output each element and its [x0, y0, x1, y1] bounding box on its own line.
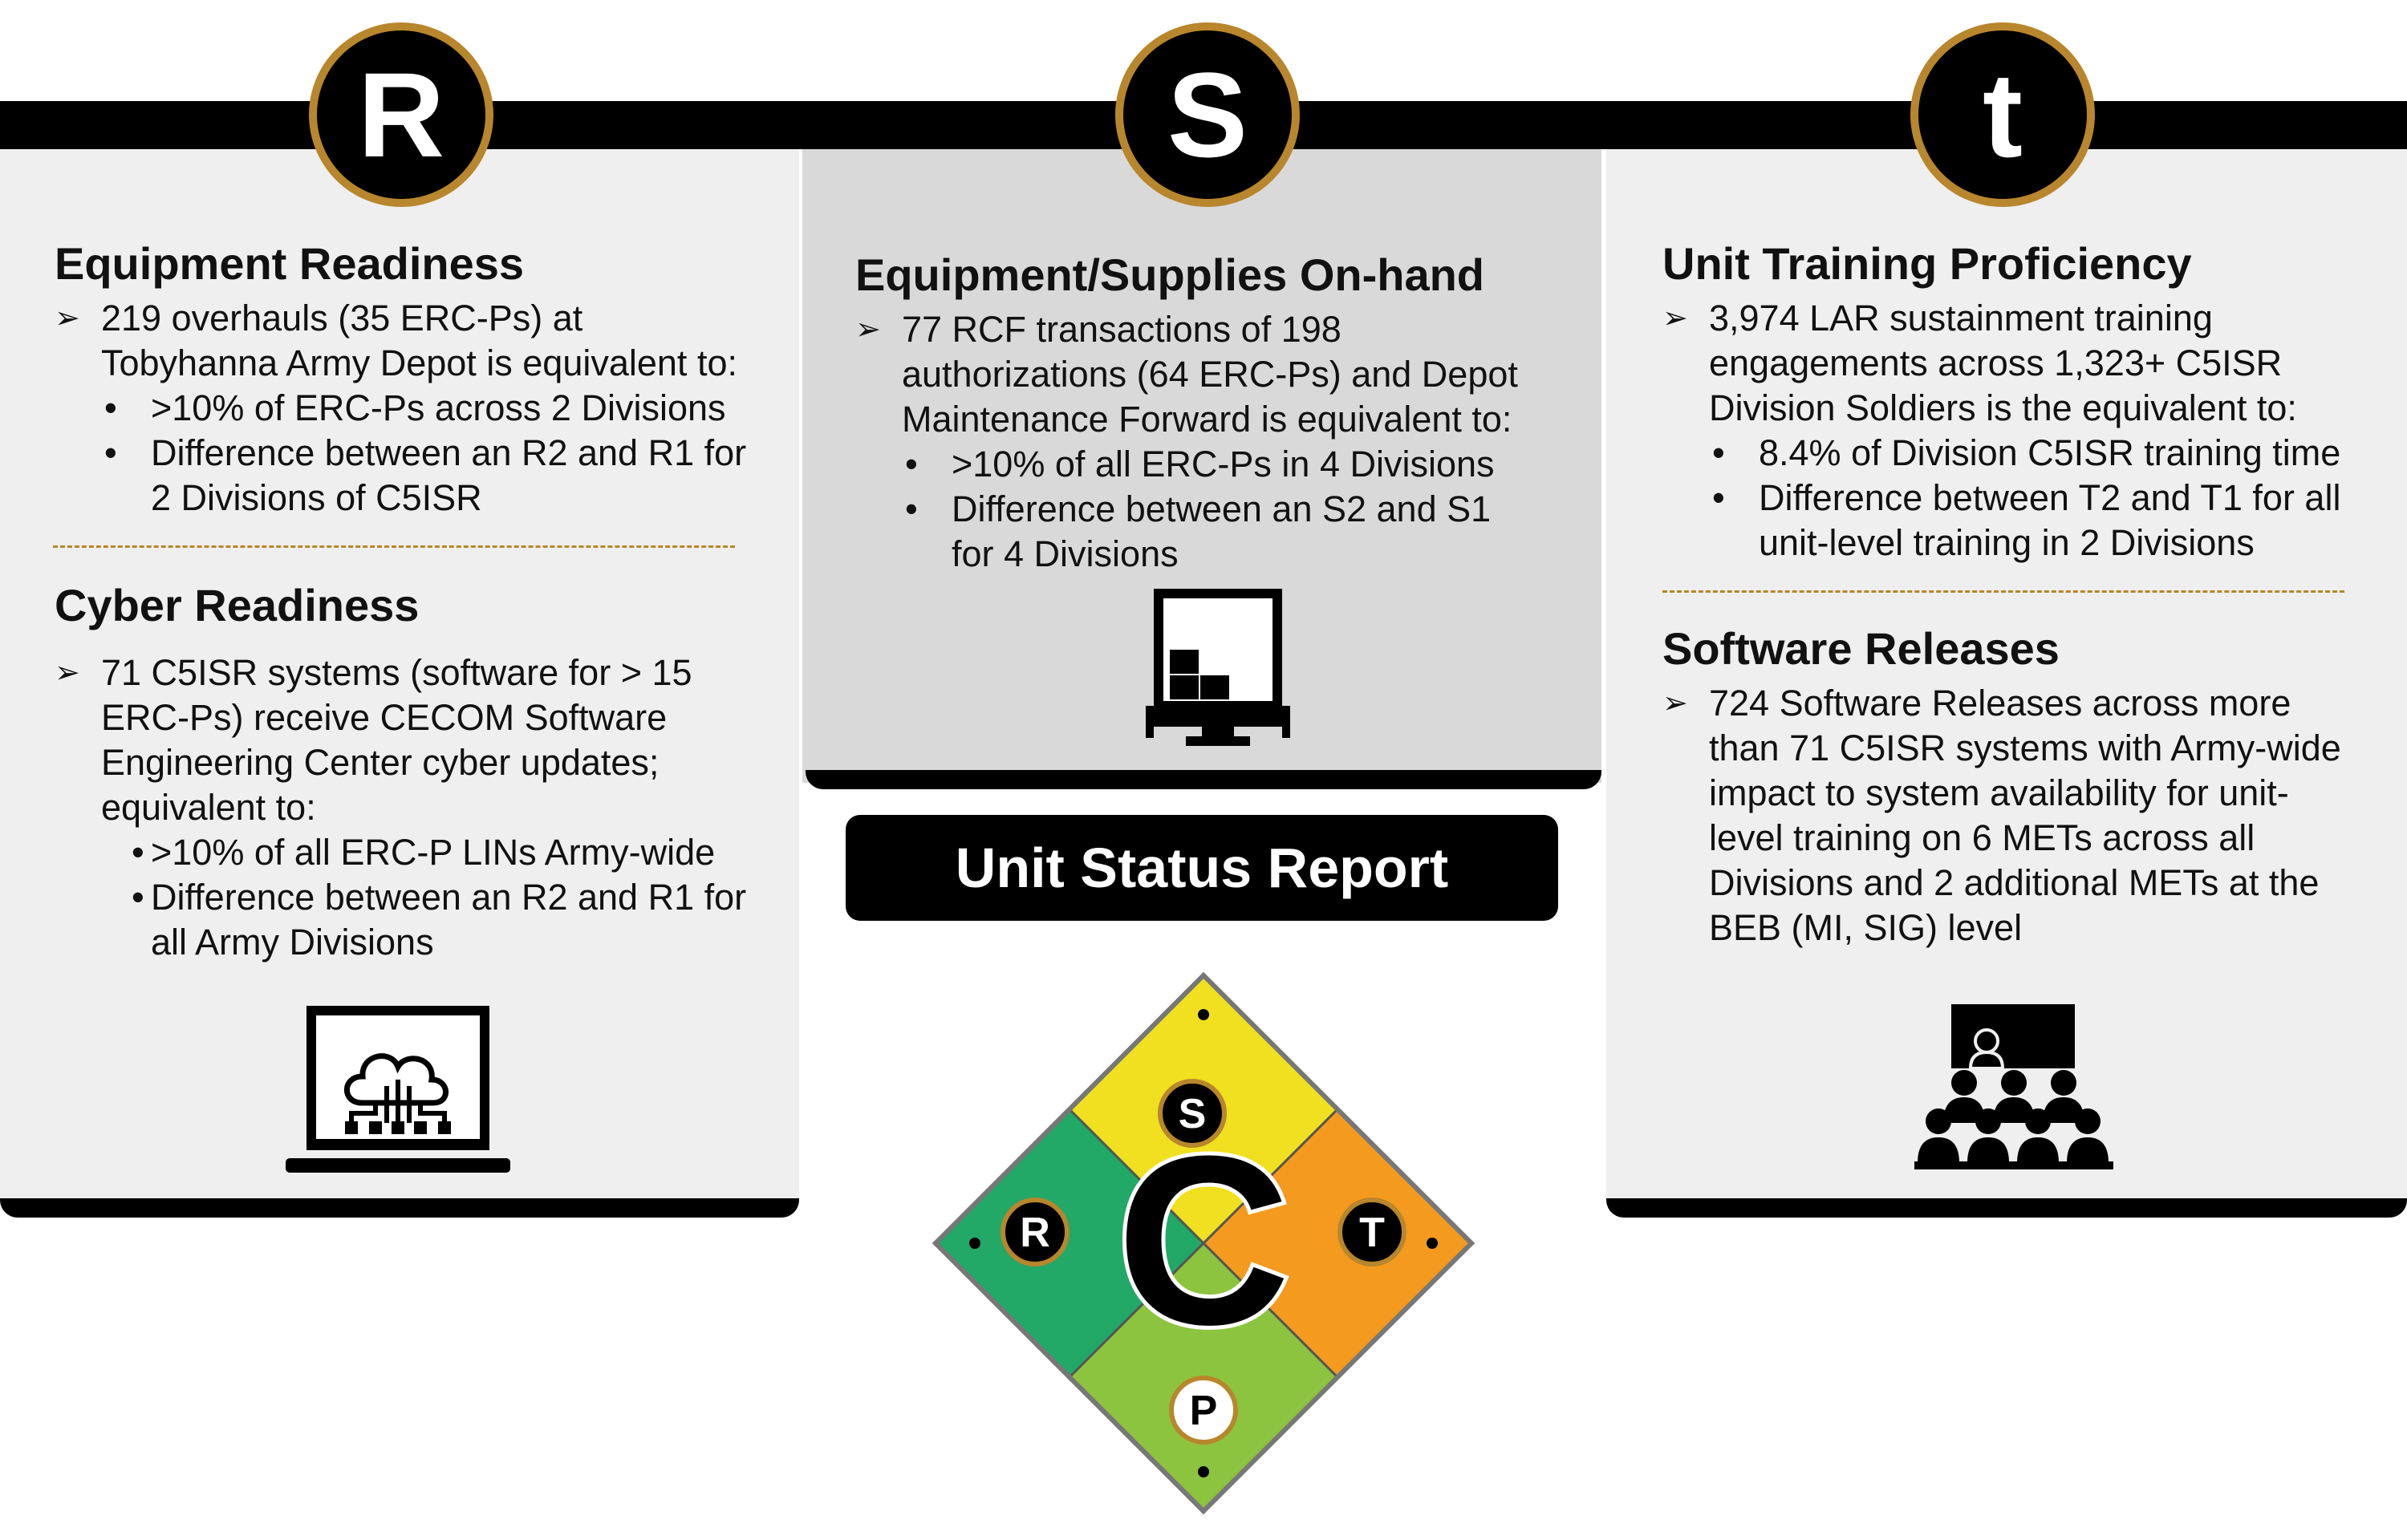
bullet-item: 77 RCF transactions of 198 authorization…	[855, 307, 1593, 442]
section-title: Unit Training Proficiency	[1662, 238, 2192, 289]
training-t-circle: t	[1910, 22, 2095, 207]
cloud-computer-icon	[286, 1006, 510, 1173]
section-title: Cyber Readiness	[55, 580, 420, 630]
readiness-r-circle: R	[309, 22, 493, 207]
bullet-item: 219 overhauls (35 ERC-Ps) at Tobyhanna A…	[55, 296, 777, 386]
bullet-item: 3,974 LAR sustainment training engagemen…	[1662, 296, 2393, 431]
sub-bullet-item: >10% of ERC-Ps across 2 Divisions	[55, 386, 777, 431]
sub-bullet-item: Difference between an R2 and R1 for all …	[55, 875, 777, 965]
crtp-puzzle-graphic: S R T P C	[932, 971, 1475, 1515]
puzzle-t-label: T	[1359, 1210, 1385, 1256]
puzzle-p-label: P	[1190, 1388, 1218, 1434]
section-divider	[1662, 590, 2344, 593]
equipment-readiness-section: Equipment Readiness 219 overhauls (35 ER…	[55, 237, 777, 521]
sub-bullet-item: >10% of all ERC-P LINs Army-wide	[55, 830, 777, 875]
puzzle-s-label: S	[1179, 1091, 1207, 1137]
unit-status-report-banner: Unit Status Report	[846, 815, 1558, 921]
sub-bullet-item: >10% of all ERC-Ps in 4 Divisions	[855, 442, 1593, 487]
section-title: Software Releases	[1662, 623, 2060, 674]
puzzle-c-label: C	[1117, 1105, 1291, 1375]
sub-bullet-item: 8.4% of Division C5ISR training time	[1662, 431, 2393, 476]
middle-panel-footer	[806, 770, 1601, 789]
bullet-item: 724 Software Releases across more than 7…	[1662, 681, 2393, 950]
supplies-s-circle: S	[1115, 22, 1300, 207]
right-panel-footer	[1606, 1198, 2407, 1218]
bullet-item: 71 C5ISR systems (software for > 15 ERC-…	[55, 650, 777, 830]
supplies-on-hand-section: Equipment/Supplies On-hand 77 RCF transa…	[855, 249, 1593, 577]
sub-bullet-item: Difference between an S2 and S1 for 4 Di…	[855, 487, 1593, 577]
software-releases-section: Software Releases 724 Software Releases …	[1662, 622, 2393, 950]
puzzle-r-label: R	[1020, 1210, 1050, 1256]
section-title: Equipment Readiness	[55, 238, 525, 289]
cyber-readiness-section: Cyber Readiness 71 C5ISR systems (softwa…	[55, 579, 777, 965]
section-title: Equipment/Supplies On-hand	[855, 249, 1484, 300]
classroom-icon	[1914, 1004, 2113, 1169]
section-divider	[53, 545, 735, 548]
left-panel-footer	[0, 1198, 799, 1218]
sub-bullet-item: Difference between T2 and T1 for all uni…	[1662, 476, 2393, 565]
unit-training-section: Unit Training Proficiency 3,974 LAR sust…	[1662, 237, 2393, 565]
supply-truck-icon	[1146, 589, 1290, 746]
sub-bullet-item: Difference between an R2 and R1 for 2 Di…	[55, 431, 777, 521]
